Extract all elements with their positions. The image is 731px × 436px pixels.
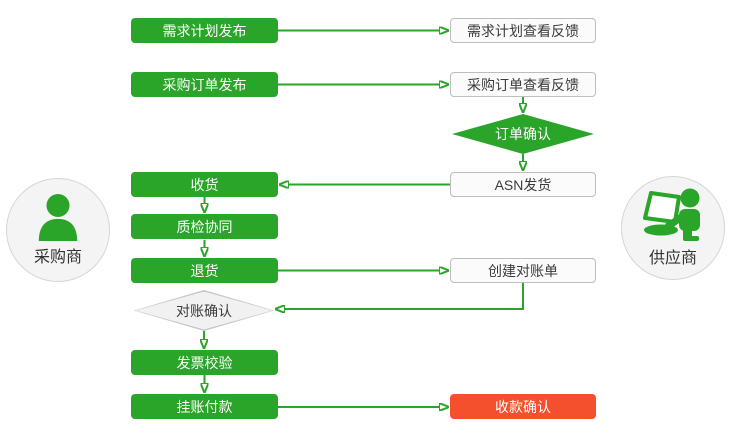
node-demand-plan-publish: 需求计划发布 — [131, 18, 278, 43]
node-label: 采购订单发布 — [162, 76, 247, 93]
node-label: 退货 — [190, 262, 219, 279]
node-label: 创建对账单 — [488, 262, 558, 279]
node-create-statement: 创建对账单 — [450, 258, 596, 283]
node-label: 需求计划发布 — [162, 22, 247, 39]
node-label: 发票校验 — [176, 354, 233, 371]
node-po-publish: 采购订单发布 — [131, 72, 278, 97]
node-po-feedback: 采购订单查看反馈 — [450, 72, 596, 97]
node-statement-confirm-decision: 对账确认 — [134, 290, 274, 331]
arrow-statement-to-confirm — [285, 283, 524, 309]
node-demand-plan-feedback: 需求计划查看反馈 — [450, 18, 596, 43]
node-label: 收款确认 — [495, 398, 551, 415]
node-label: 质检协同 — [176, 218, 233, 235]
supplier-laptop-person-icon — [643, 188, 700, 241]
node-asn-ship: ASN发货 — [450, 172, 596, 197]
node-label: 需求计划查看反馈 — [467, 22, 579, 39]
actor-supplier: 供应商 — [621, 176, 725, 280]
buyer-person-icon — [38, 193, 78, 241]
node-invoice-check: 发票校验 — [131, 350, 278, 375]
actor-label: 供应商 — [648, 250, 697, 267]
node-payment: 挂账付款 — [131, 394, 278, 419]
actor-label: 采购商 — [33, 249, 82, 266]
node-order-confirm-decision: 订单确认 — [452, 114, 594, 154]
node-label: 对账确认 — [176, 302, 232, 319]
node-receipt-confirm: 收款确认 — [450, 394, 596, 419]
actor-buyer: 采购商 — [6, 178, 110, 282]
node-label: 收货 — [190, 176, 219, 193]
node-quality-check: 质检协同 — [131, 214, 278, 239]
node-receive-goods: 收货 — [131, 172, 278, 197]
node-label: 订单确认 — [495, 126, 551, 142]
node-return-goods: 退货 — [131, 258, 278, 283]
node-label: ASN发货 — [494, 176, 552, 193]
node-label: 采购订单查看反馈 — [467, 76, 579, 93]
node-label: 挂账付款 — [176, 398, 233, 415]
